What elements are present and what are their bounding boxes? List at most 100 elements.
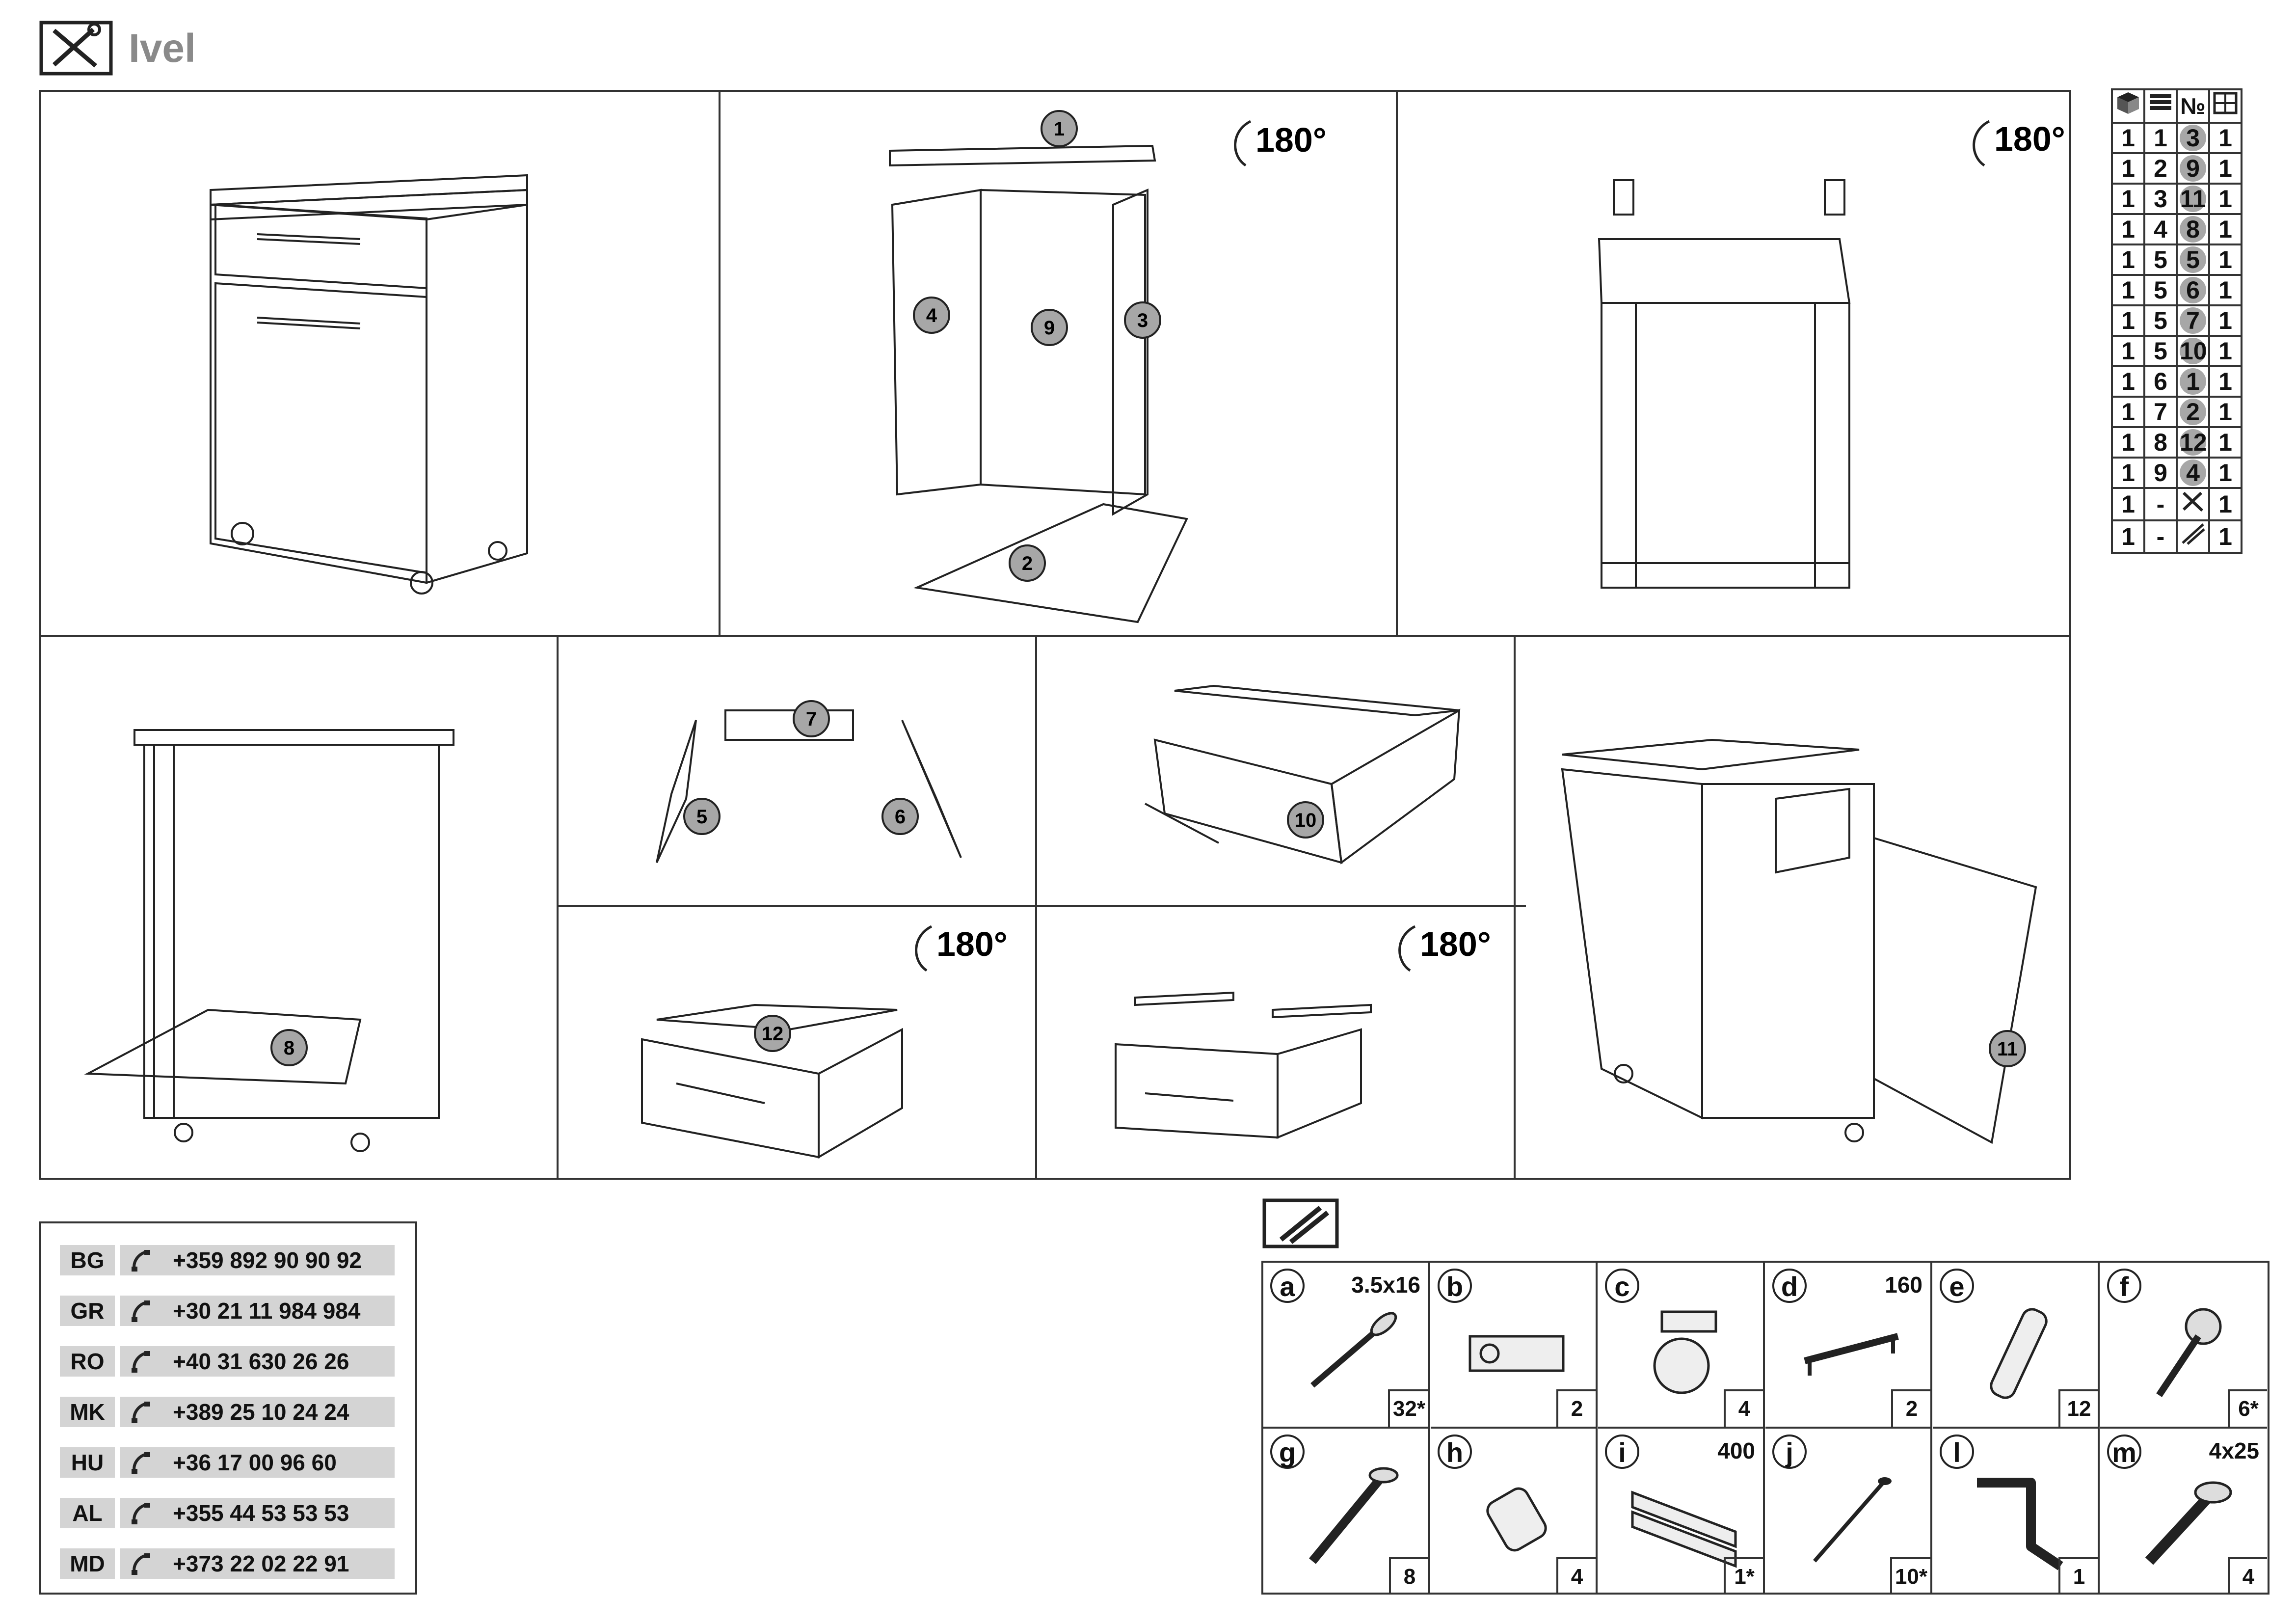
hardware-letter: g xyxy=(1270,1435,1305,1469)
hardware-letter: l xyxy=(1940,1435,1974,1469)
hardware-letter: i xyxy=(1605,1435,1639,1469)
part-number-cell: 2 xyxy=(2176,396,2210,428)
hinge-icon xyxy=(1468,1335,1565,1372)
hardware-size: 3.5x16 xyxy=(1351,1272,1420,1298)
hardware-letter: e xyxy=(1940,1269,1974,1303)
step-drawer-front: 10 xyxy=(1145,684,1461,865)
parts-table-cell: 2 xyxy=(2143,152,2178,185)
part-number-cell: 3 xyxy=(2176,122,2210,154)
phone-icon xyxy=(132,1503,150,1524)
number-header: № xyxy=(2176,88,2210,124)
part-number-cell: 7 xyxy=(2176,304,2210,337)
assembly-steps-grid: 1 4 9 3 2 180° 180° xyxy=(39,90,2071,1180)
step-shelf-runners: 8 xyxy=(84,729,454,1152)
part-number-cell: 5 xyxy=(2176,244,2210,276)
parts-table-cell: 1 xyxy=(2111,426,2145,459)
part-number-cell: 4 xyxy=(2176,457,2210,489)
rods-icon xyxy=(2176,519,2210,554)
parts-table-row: 1-1 xyxy=(2111,519,2243,554)
rotate-arrow-icon xyxy=(1398,925,1416,972)
phone-number[interactable]: +355 44 53 53 53 xyxy=(120,1498,395,1528)
step-drawer-frame: 7 5 6 xyxy=(656,700,962,863)
step-drawer-bottom: 12 180° xyxy=(641,925,1008,1159)
parts-table-cell: 1 xyxy=(2111,304,2145,337)
part-number-cell: 9 xyxy=(2176,152,2210,185)
hardware-quantity: 2 xyxy=(1556,1389,1596,1427)
phone-number[interactable]: +373 22 02 22 91 xyxy=(120,1548,395,1579)
phone-number-text: +36 17 00 96 60 xyxy=(173,1450,337,1475)
parts-table-cell: 1 xyxy=(2143,122,2178,154)
country-code: BG xyxy=(60,1245,115,1275)
phone-number-text: +30 21 11 984 984 xyxy=(173,1298,361,1324)
phone-number[interactable]: +36 17 00 96 60 xyxy=(120,1447,395,1478)
svg-text:9: 9 xyxy=(1044,317,1055,339)
parts-table-cell: - xyxy=(2143,519,2178,554)
phone-number-text: +355 44 53 53 53 xyxy=(173,1500,349,1526)
hardware-quantity: 10* xyxy=(1890,1557,1930,1595)
rotate-180-label: 180° xyxy=(1255,121,1327,159)
phone-number-text: +40 31 630 26 26 xyxy=(173,1349,349,1374)
svg-text:180°: 180° xyxy=(936,925,1008,963)
cam-lock-icon xyxy=(2156,1308,2222,1397)
parts-table-cell: - xyxy=(2143,487,2178,521)
country-code: GR xyxy=(60,1296,115,1326)
parts-table-cell: 1 xyxy=(2208,457,2243,489)
confirmat-screw-icon xyxy=(1309,1467,1399,1564)
hardware-letter: d xyxy=(1772,1269,1807,1303)
parts-table-cell: 1 xyxy=(2111,487,2145,521)
parts-table-cell: 5 xyxy=(2143,244,2178,276)
tools-icon xyxy=(2176,487,2210,521)
parts-table-cell: 1 xyxy=(2208,122,2243,154)
drawer-runner-icon xyxy=(1631,1490,1737,1568)
part-number-cell: 6 xyxy=(2176,274,2210,306)
euro-screw-icon xyxy=(2145,1481,2232,1565)
phone-icon xyxy=(132,1402,150,1423)
hardware-quantity: 4 xyxy=(1556,1557,1596,1595)
svg-text:10: 10 xyxy=(1295,810,1317,831)
phone-number[interactable]: +389 25 10 24 24 xyxy=(120,1397,395,1427)
svg-text:3: 3 xyxy=(1137,310,1148,331)
hardware-quantity: 32* xyxy=(1388,1389,1428,1427)
phone-number[interactable]: +359 892 90 90 92 xyxy=(120,1245,395,1275)
parts-table-cell: 1 xyxy=(2111,396,2145,428)
parts-table-row: 1-1 xyxy=(2111,487,2243,521)
phone-number[interactable]: +40 31 630 26 26 xyxy=(120,1346,395,1377)
hardware-quantity: 1 xyxy=(2058,1557,2098,1595)
parts-table-cell: 5 xyxy=(2143,304,2178,337)
parts-table-cell: 7 xyxy=(2143,396,2178,428)
phone-number[interactable]: +30 21 11 984 984 xyxy=(120,1296,395,1326)
screw-icon xyxy=(1310,1312,1397,1388)
svg-text:5: 5 xyxy=(696,806,707,828)
hardware-quantity: 2 xyxy=(1891,1389,1930,1427)
parts-table-cell: 1 xyxy=(2208,396,2243,428)
parts-table-cell: 1 xyxy=(2208,335,2243,367)
hardware-quantity: 12 xyxy=(2058,1389,2098,1427)
part-number-cell: 12 xyxy=(2176,426,2210,459)
parts-table-cell: 1 xyxy=(2111,122,2145,154)
country-code: RO xyxy=(60,1346,115,1377)
finished-cabinet-illustration xyxy=(210,174,528,595)
stack-icon xyxy=(2143,88,2178,124)
parts-table-cell: 1 xyxy=(2111,457,2145,489)
phone-icon xyxy=(132,1553,150,1575)
step-casters: 180° xyxy=(1598,120,2065,589)
hardware-letter: j xyxy=(1772,1435,1807,1469)
svg-text:12: 12 xyxy=(762,1023,784,1045)
parts-table-cell: 1 xyxy=(2208,244,2243,276)
svg-text:6: 6 xyxy=(895,806,906,828)
rotate-arrow-icon xyxy=(915,925,933,972)
hardware-item-e: e 12 xyxy=(1933,1263,2100,1429)
